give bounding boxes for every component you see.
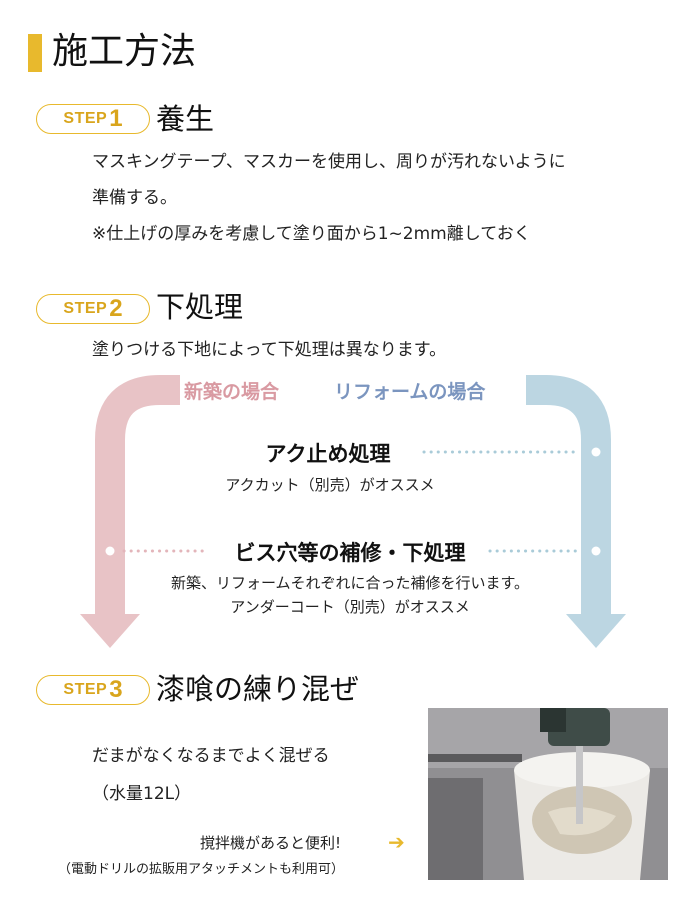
step2-badge-number: 2 [109, 295, 123, 322]
right-arrow-head [566, 614, 626, 648]
step2-heading: 下処理 [156, 290, 244, 324]
step1-line-1: マスキングテープ、マスカーを使用し、周りが汚れないように [92, 152, 566, 172]
title-accent-bar [28, 34, 42, 72]
step1-line-3: ※仕上げの厚みを考慮して塗り面から1~2mm離しておく [92, 224, 531, 244]
mixing-photo [428, 708, 668, 880]
page-title: 施工方法 [52, 31, 197, 72]
mixing-photo-illustration [428, 708, 668, 880]
arrow-right-icon: ➔ [388, 830, 405, 854]
step3-heading: 漆喰の練り混ぜ [156, 672, 360, 706]
right-arrow-shaft [526, 375, 611, 618]
flow-item1-heading: アク止め処理 [265, 442, 391, 466]
reform-label: リフォームの場合 [334, 381, 486, 403]
flow-item1-note: アクカット（別売）がオススメ [225, 476, 435, 494]
step1-line-2: 準備する。 [92, 188, 177, 208]
flow-item2-heading: ビス穴等の補修・下処理 [234, 541, 466, 565]
flow-item2-note-2: アンダーコート（別売）がオススメ [230, 598, 470, 616]
step2-badge-word: STEP [63, 300, 108, 317]
step3-badge-number: 3 [109, 676, 123, 703]
flow-item2-note-1: 新築、リフォームそれぞれに合った補修を行います。 [170, 574, 530, 592]
connector-node-2-right [591, 546, 601, 556]
new-build-label: 新築の場合 [184, 381, 280, 403]
step1-badge-number: 1 [109, 105, 123, 132]
step3-badge-word: STEP [63, 681, 108, 698]
step2-line-1: 塗りつける下地によって下処理は異なります。 [92, 340, 447, 360]
step1-heading: 養生 [156, 102, 215, 136]
step3-line-1: だまがなくなるまでよく混ぜる [92, 746, 330, 766]
step1-badge-word: STEP [63, 110, 108, 127]
left-arrow-head [80, 614, 140, 648]
connector-node-1-right [591, 447, 601, 457]
drill-attachment-note: （電動ドリルの拡販用アタッチメントも利用可） [58, 862, 345, 877]
connector-node-2-left [105, 546, 115, 556]
left-arrow-shaft [95, 375, 180, 618]
mixer-tip: 撹拌機があると便利! [200, 834, 342, 852]
step3-line-2: （水量12L） [92, 784, 192, 804]
